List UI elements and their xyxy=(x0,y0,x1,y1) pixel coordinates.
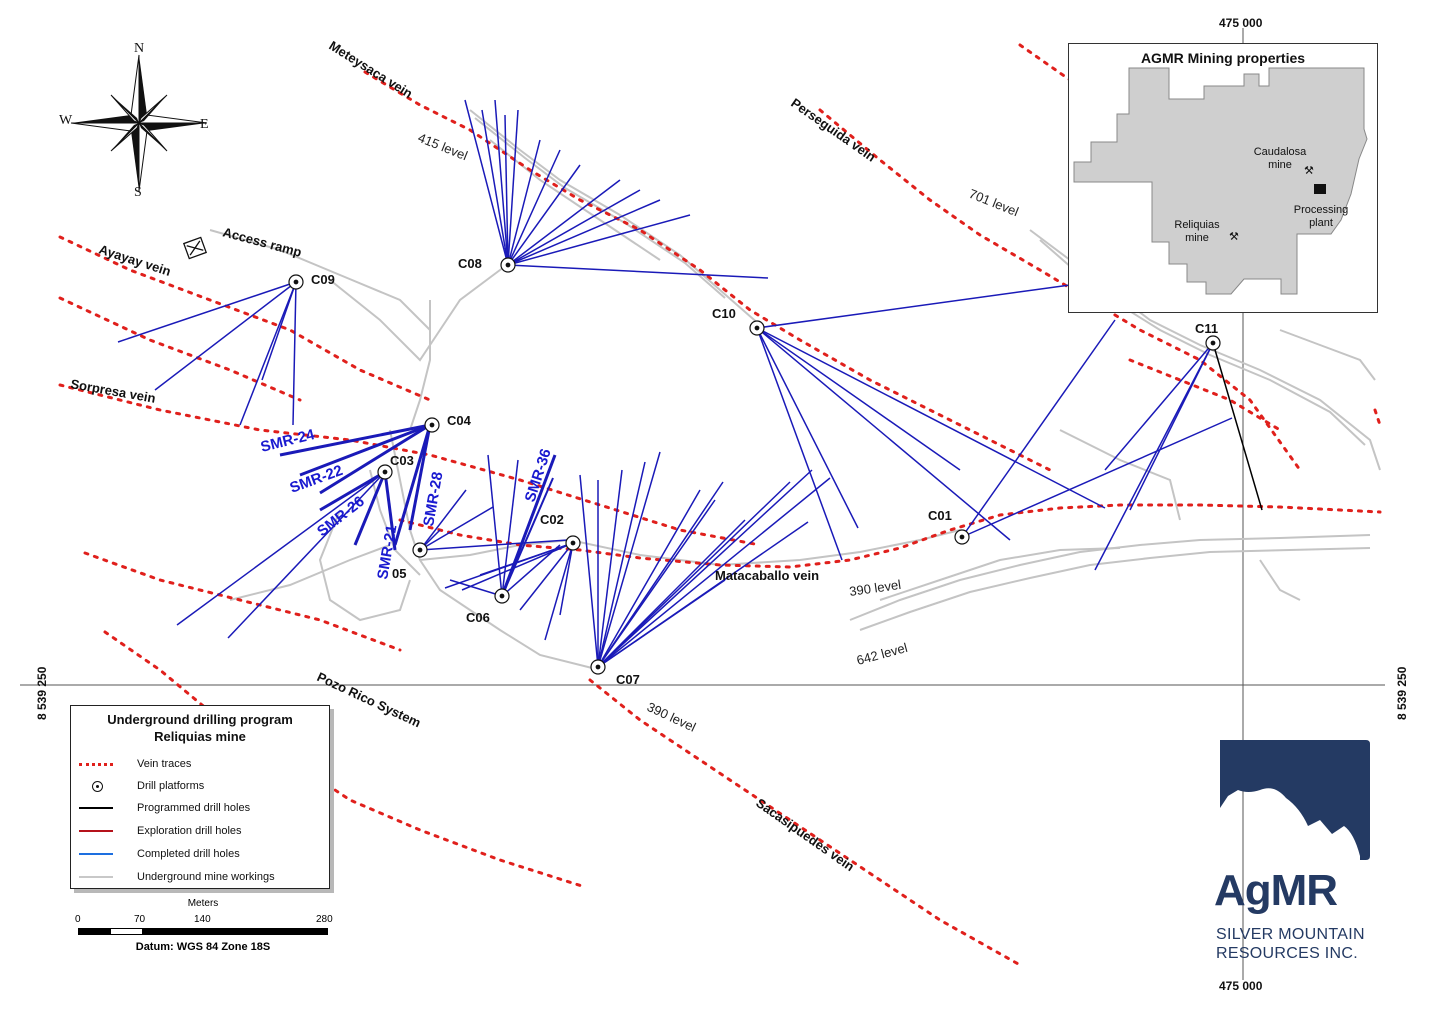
compass-rose-icon xyxy=(70,54,208,192)
platform-c10 xyxy=(749,320,765,336)
scale-caption: Meters xyxy=(187,898,219,909)
inset-plant-label: Processing plant xyxy=(1293,204,1349,229)
scale-datum: Datum: WGS 84 Zone 18S xyxy=(135,941,271,953)
northing-left-label: 8 539 250 xyxy=(35,666,49,720)
level-642: 642 level xyxy=(855,640,909,668)
compass-e: E xyxy=(200,117,209,132)
platform-c03 xyxy=(377,464,393,480)
vein-label-sacasipuedes: Sacasipuedes vein xyxy=(753,795,857,874)
northing-right-label: 8 539 250 xyxy=(1395,666,1409,720)
compass-w: W xyxy=(59,113,73,128)
scale-tick-0: 0 xyxy=(75,914,81,925)
platform-label-c10: C10 xyxy=(712,306,736,321)
map-legend: Underground drilling program Reliquias m… xyxy=(70,705,330,889)
inset-reliquias-label: Reliquias mine xyxy=(1174,219,1220,244)
platform-label-c08: C08 xyxy=(458,256,482,271)
logo-tagline-2: RESOURCES INC. xyxy=(1216,945,1358,962)
completed-drill-holes xyxy=(117,99,1233,668)
platform-label-c09: C09 xyxy=(311,272,335,287)
platform-c07 xyxy=(590,659,606,675)
logo-brand: AgMR xyxy=(1214,866,1338,915)
scale-seg-4 xyxy=(204,928,328,935)
reliquias-mine-icon: ⚒ xyxy=(1229,231,1239,243)
legend-row-completed: Completed drill holes xyxy=(79,846,240,862)
scale-tick-140: 140 xyxy=(194,914,211,925)
processing-plant-icon xyxy=(1314,184,1326,194)
scale-bar: Meters 0 70 140 280 Datum: WGS 84 Zone 1… xyxy=(75,898,338,958)
hole-label-smr36: SMR-36 xyxy=(522,447,555,505)
legend-title-line1: Underground drilling program xyxy=(107,712,293,727)
legend-row-platforms: Drill platforms xyxy=(79,778,204,794)
scale-tick-280: 280 xyxy=(316,914,333,925)
level-390-east: 390 level xyxy=(848,577,902,599)
scale-tick-70: 70 xyxy=(134,914,146,925)
inset-title: AGMR Mining properties xyxy=(1140,50,1306,66)
platform-c05 xyxy=(412,542,428,558)
programmed-drill-holes xyxy=(1212,342,1263,511)
platform-label-c05: 05 xyxy=(392,566,406,581)
platform-c11 xyxy=(1205,335,1221,351)
mine-workings xyxy=(209,109,1381,671)
platform-label-c11: C11 xyxy=(1195,321,1218,336)
vein-label-sorpresa: Sorpresa vein xyxy=(69,376,156,406)
vein-label-matacaballo: Matacaballo vein xyxy=(715,568,819,583)
legend-row-exploration: Exploration drill holes xyxy=(79,823,242,839)
platform-label-c03: C03 xyxy=(390,453,414,468)
vein-label-perseguida: Perseguida vein xyxy=(788,95,878,165)
drill-platforms xyxy=(288,257,1221,675)
legend-row-workings: Underground mine workings xyxy=(79,869,275,885)
easting-bottom-label: 475 000 xyxy=(1219,979,1263,993)
platform-c08 xyxy=(500,257,516,273)
legend-row-veins: Vein traces xyxy=(79,756,191,772)
platform-c02 xyxy=(565,535,581,551)
vein-label-meteysaca-text: Meteysaca vein xyxy=(326,38,415,101)
compass-s: S xyxy=(134,185,142,200)
hole-label-smr28: SMR-28 xyxy=(420,471,446,528)
legend-row-programmed: Programmed drill holes xyxy=(79,800,250,816)
agmr-logo: AgMR SILVER MOUNTAIN RESOURCES INC. xyxy=(1214,738,1374,968)
logo-tagline-1: SILVER MOUNTAIN xyxy=(1216,926,1365,943)
inset-map: AGMR Mining properties Caudalosa mine ⚒ … xyxy=(1068,43,1378,313)
platform-c06 xyxy=(494,588,510,604)
inset-caudalosa-label: Caudalosa mine xyxy=(1253,146,1307,171)
access-ramp-icon xyxy=(182,236,208,260)
platform-label-c06: C06 xyxy=(466,610,490,625)
scale-seg-3 xyxy=(142,928,205,935)
level-415: 415 level xyxy=(416,130,470,163)
compass-n: N xyxy=(134,41,144,56)
access-ramp-label: Access ramp xyxy=(221,224,303,259)
platform-c09 xyxy=(288,274,304,290)
platform-c01 xyxy=(954,529,970,545)
platform-label-c07: C07 xyxy=(616,672,640,687)
scale-seg-2 xyxy=(110,928,143,935)
caudalosa-mine-icon: ⚒ xyxy=(1304,165,1314,177)
easting-top-label: 475 000 xyxy=(1219,16,1263,30)
platform-label-c04: C04 xyxy=(447,413,472,428)
vein-label-pozo-rico: Pozo Rico System xyxy=(315,669,423,730)
platform-c04 xyxy=(424,417,440,433)
legend-title-line2: Reliquias mine xyxy=(154,729,246,744)
mountain-logo-icon xyxy=(1220,740,1370,860)
platform-label-c01: C01 xyxy=(928,508,952,523)
vein-traces xyxy=(58,43,1382,967)
scale-seg-1 xyxy=(78,928,111,935)
property-outline xyxy=(1073,67,1368,295)
platform-label-c02: C02 xyxy=(540,512,564,527)
level-701: 701 level xyxy=(967,186,1021,219)
